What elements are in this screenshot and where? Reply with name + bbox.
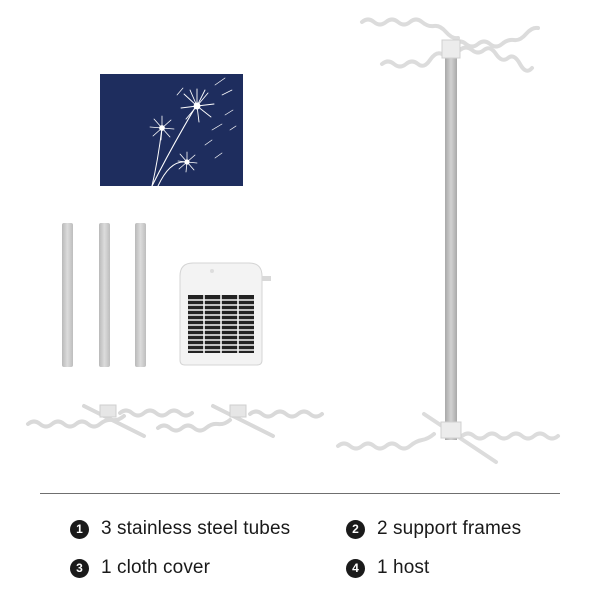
cloth-cover [100,74,243,187]
support-frames [26,404,324,438]
component-host: 4 1 host [346,557,429,579]
divider-line [40,493,560,494]
component-tubes: 1 3 stainless steel tubes [70,518,290,540]
support-frame [156,404,324,438]
steel-tube [62,223,73,367]
steel-tube [99,223,110,367]
component-label: 2 support frames [377,518,522,539]
dandelion-pattern-icon [149,77,237,187]
component-label: 1 cloth cover [101,557,211,578]
component-label: 1 host [377,557,430,578]
number-badge: 2 [346,519,365,539]
assembled-rack [336,17,560,464]
heater-host [179,262,271,366]
number-badge: 1 [70,519,89,539]
steel-tubes [62,223,146,367]
number-badge: 3 [70,558,89,578]
number-badge: 4 [346,558,365,578]
support-frame [26,404,194,438]
steel-tube [135,223,146,367]
component-label: 3 stainless steel tubes [101,518,291,539]
component-support-frames: 2 2 support frames [346,518,521,540]
component-cloth-cover: 3 1 cloth cover [70,557,210,579]
